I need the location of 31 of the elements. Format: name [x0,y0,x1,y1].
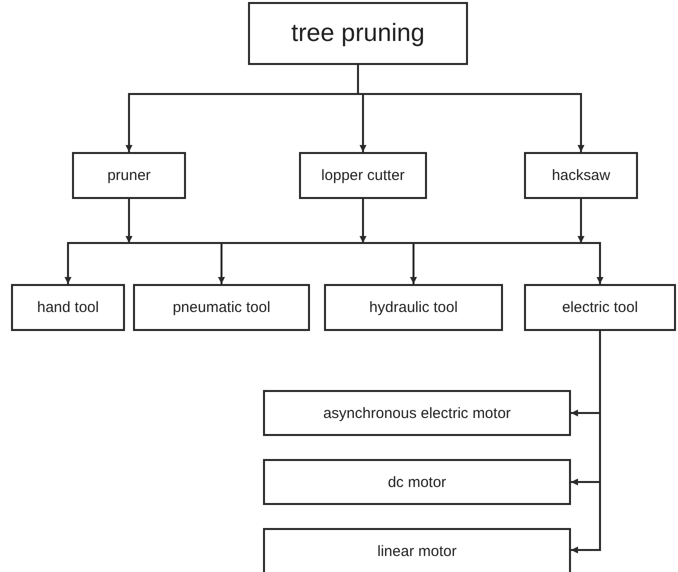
process-box [263,528,571,572]
box-label: electric tool [562,299,638,316]
box-label: lopper cutter [321,167,405,184]
process-box [72,152,186,199]
process-box [324,284,503,331]
arrow [578,199,584,243]
arrow [360,199,366,243]
box-label: asynchronous electric motor [323,404,511,422]
box-label: hand tool [37,299,99,316]
process-box [299,152,427,199]
arrow [571,331,601,554]
arrow [218,243,225,284]
arrow [357,65,584,152]
process-box [133,284,310,331]
box-label: hydraulic tool [369,299,458,316]
box-label: tree pruning [291,19,425,48]
process-box [263,459,571,505]
box-label: dc motor [388,474,446,490]
box-label: pruner [107,167,151,184]
arrow [596,243,604,284]
process-box [524,284,676,331]
arrow [410,243,417,284]
box-label: pneumatic tool [172,299,270,316]
box-label: hacksaw [552,167,610,184]
process-box [248,2,468,65]
process-box [524,152,638,199]
arrow [126,199,132,243]
arrow [64,243,72,284]
process-box [263,390,571,436]
process-box [11,284,125,331]
box-label: linear motor [377,542,457,560]
